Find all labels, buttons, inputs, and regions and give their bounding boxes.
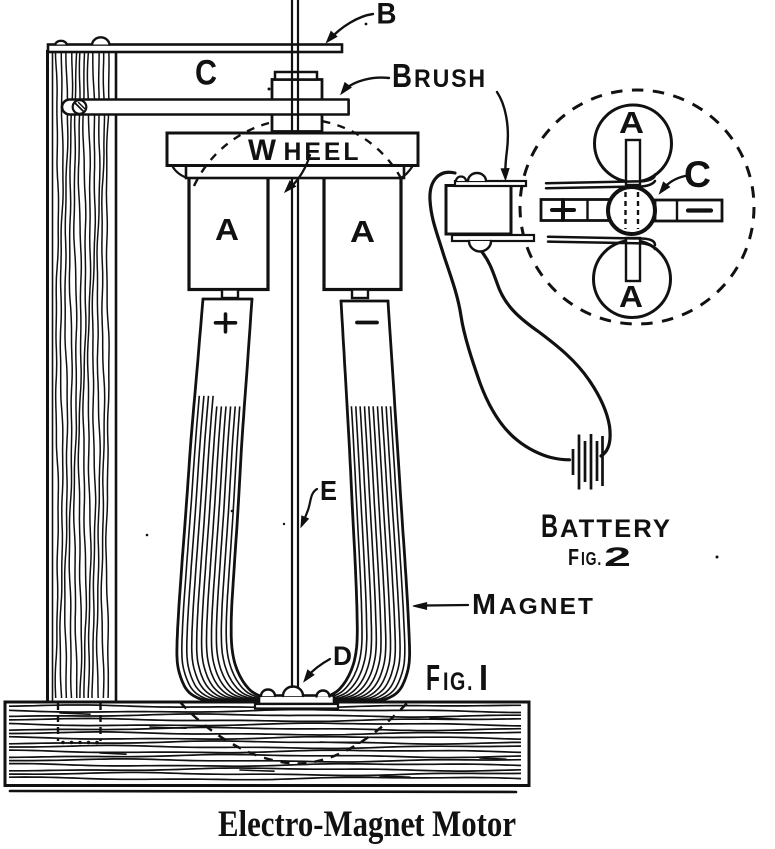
svg-text:B: B xyxy=(392,57,412,94)
svg-text:AGNET: AGNET xyxy=(499,593,595,619)
svg-text:D: D xyxy=(333,641,352,671)
svg-text:E: E xyxy=(320,475,337,506)
svg-text:C: C xyxy=(195,54,217,93)
svg-text:A: A xyxy=(619,105,644,140)
svg-text:2: 2 xyxy=(604,542,631,572)
svg-text:B: B xyxy=(541,508,558,544)
svg-text:A: A xyxy=(350,214,375,249)
svg-text:W: W xyxy=(248,134,277,167)
svg-text:C: C xyxy=(684,154,711,195)
svg-text:IG.: IG. xyxy=(443,668,474,696)
svg-text:M: M xyxy=(472,589,496,621)
svg-text:IG.: IG. xyxy=(581,549,602,569)
svg-text:F: F xyxy=(568,544,579,570)
svg-text:A: A xyxy=(215,212,239,247)
svg-text:I: I xyxy=(479,657,488,698)
svg-text:RUSH: RUSH xyxy=(414,65,487,93)
svg-text:B: B xyxy=(377,0,397,31)
svg-text:Electro-Magnet Motor: Electro-Magnet Motor xyxy=(218,804,516,845)
svg-text:A: A xyxy=(619,279,643,314)
svg-text:F: F xyxy=(426,657,440,698)
svg-text:ATTERY: ATTERY xyxy=(560,515,672,543)
svg-text:HEEL: HEEL xyxy=(284,138,362,166)
